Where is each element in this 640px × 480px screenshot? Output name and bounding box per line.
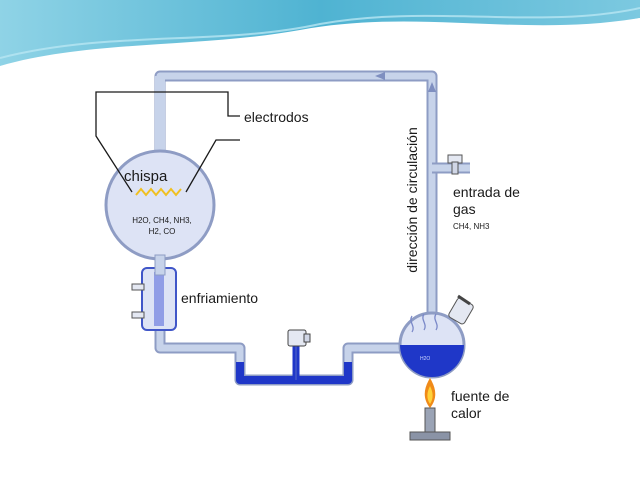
circulation-direction-label: dirección de circulación [404,127,420,273]
chemicals-line-1: H2O, CH4, NH3, [132,216,192,225]
spark-flask [104,76,216,276]
flow-arrow-icon [428,82,436,92]
heat-source-line-1: fuente de [451,388,510,404]
gas-inlet-gases: CH4, NH3 [453,222,490,231]
chemicals-label: H2O, CH4, NH3, H2, CO [122,215,202,237]
chemicals-line-2: H2, CO [148,227,176,236]
spark-label: chispa [124,168,168,185]
electrodes-label: electrodos [244,109,309,125]
gas-inlet-label: entrada de gas [453,184,543,218]
water-label: H2O [420,356,431,362]
electrode-wires [95,91,240,193]
gas-inlet [432,154,470,175]
flow-arrow-icon [375,72,385,80]
cooling-label: enfriamiento [181,290,259,306]
burner [409,378,451,441]
condenser [131,267,177,331]
heat-source-label: fuente de calor [451,388,531,422]
gas-inlet-line-2: gas [453,201,476,217]
trap-stopcock-icon [287,329,307,347]
spark-icon [135,187,182,197]
u-tube-trap [154,290,400,386]
slide-header-waves [0,0,640,72]
heat-source-line-2: calor [451,405,482,421]
gas-inlet-line-1: entrada de [453,184,520,200]
boiling-flask [398,294,474,379]
